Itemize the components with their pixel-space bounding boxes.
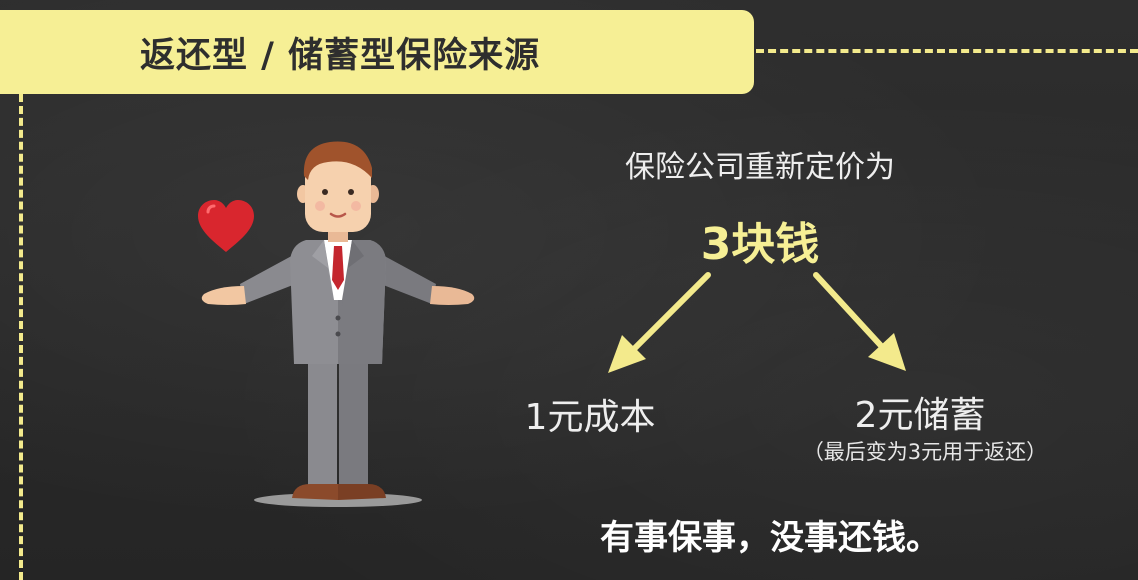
button-2 [335,331,341,337]
right-lapel [342,240,364,306]
left-eye [322,189,328,195]
split-arrows [608,272,906,373]
left-shoe [292,484,338,500]
jacket-shade [338,240,386,364]
left-lapel [312,240,334,306]
tie [332,246,344,290]
hair [303,141,372,180]
businessman-illustration [198,141,475,507]
pricing-heading: 保险公司重新定价为 [625,150,895,185]
right-cheek [351,201,361,211]
arrow-down-left-icon [608,272,711,373]
right-leg [339,356,368,488]
left-hand [201,286,246,305]
right-shoe [338,484,386,500]
cost-label: 1元成本 [524,397,656,438]
button-1 [335,315,341,321]
right-hand [430,286,475,305]
slide-title: 返还型 / 储蓄型保险来源 [140,35,541,76]
left-leg [308,356,337,488]
head [305,156,371,232]
left-cheek [315,201,325,211]
slogan: 有事保事，没事还钱。 [600,518,940,558]
horizontal-dashed-divider [756,49,1138,53]
mouth [329,212,347,218]
vertical-dashed-divider [19,94,23,580]
heart-icon [198,200,254,252]
saving-note: （最后变为3元用于返还） [802,440,1048,464]
right-eye [348,189,354,195]
arrow-down-right-icon [813,272,906,371]
price-label: 3块钱 [700,219,820,270]
saving-label: 2元储蓄 [854,395,986,436]
title-bar: 返还型 / 储蓄型保险来源 [0,10,754,94]
